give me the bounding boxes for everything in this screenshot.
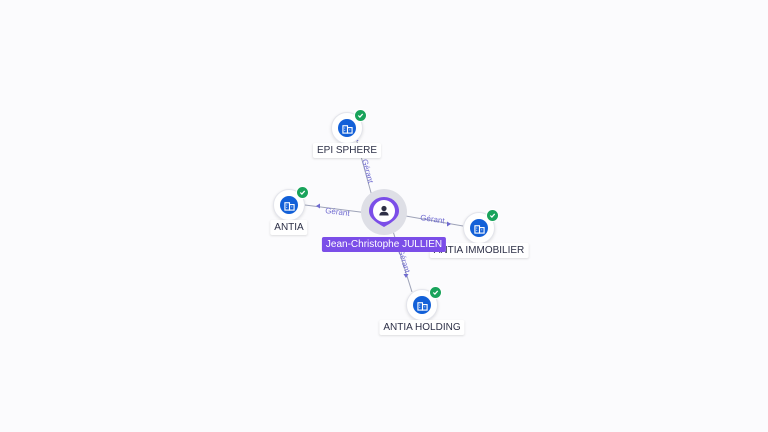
edge-label-antia: Gérant [325, 206, 351, 218]
company-label-antia[interactable]: ANTIA [270, 220, 308, 235]
building-icon [280, 196, 298, 214]
building-icon [413, 296, 431, 314]
company-node-antia[interactable] [273, 186, 309, 221]
edge-antia-immobilier: Gérant [399, 213, 464, 227]
check-icon [296, 186, 309, 199]
person-icon [379, 205, 389, 216]
building-icon [338, 119, 356, 137]
edge-label-epi-sphere: Gérant [360, 158, 375, 185]
check-icon [486, 209, 499, 222]
check-icon [354, 109, 367, 122]
check-icon [429, 286, 442, 299]
company-node-antia-immobilier[interactable] [463, 209, 499, 244]
company-node-epi-sphere[interactable] [331, 109, 367, 144]
person-label[interactable]: Jean-Christophe JULLIEN [321, 237, 447, 252]
company-label-antia-holding[interactable]: ANTIA HOLDING [379, 320, 465, 335]
edge-antia: Gérant [304, 203, 369, 218]
building-icon [470, 219, 488, 237]
company-label-epi-sphere[interactable]: EPI SPHERE [312, 143, 382, 158]
arrow-icon [316, 203, 320, 209]
edge-label-antia-immobilier: Gérant [420, 213, 446, 225]
arrow-icon [447, 221, 451, 227]
company-node-antia-holding[interactable] [406, 286, 442, 321]
company-label-antia-immobilier[interactable]: ANTIA IMMOBILIER [429, 243, 529, 258]
arrow-icon [403, 274, 409, 278]
person-node[interactable] [368, 196, 400, 228]
